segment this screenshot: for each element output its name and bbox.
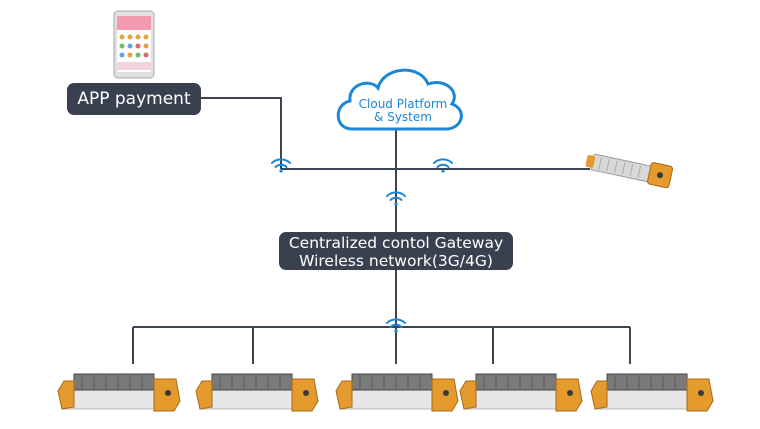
gateway-label-line1: Centralized contol Gateway xyxy=(288,234,504,252)
wifi-icons xyxy=(271,158,453,333)
parking-lock-device-icon xyxy=(195,373,319,412)
smartphone-app-icon xyxy=(113,10,155,79)
wifi-icon xyxy=(433,158,453,173)
cloud-label-line1: Cloud Platform xyxy=(358,97,448,111)
wifi-icon xyxy=(386,191,406,206)
connector-lines xyxy=(132,97,631,364)
parking-lock-device-icon xyxy=(459,373,583,412)
cloud-icon xyxy=(336,68,463,131)
gateway-label: Centralized contol Gateway Wireless netw… xyxy=(279,232,513,270)
wifi-icon xyxy=(386,318,406,333)
wifi-icon xyxy=(271,158,291,173)
parking-devices xyxy=(57,373,714,412)
parking-lock-device-icon xyxy=(57,373,181,412)
parking-lock-device-icon xyxy=(590,373,714,412)
app-payment-label: APP payment xyxy=(67,83,201,115)
parking-lock-device-icon xyxy=(335,373,459,412)
line-app-to-bus xyxy=(201,97,282,169)
gateway-label-line2: Wireless network(3G/4G) xyxy=(299,252,493,270)
cloud-label-line2: & System xyxy=(374,110,432,124)
vehicle-detector-device-icon xyxy=(585,153,674,189)
